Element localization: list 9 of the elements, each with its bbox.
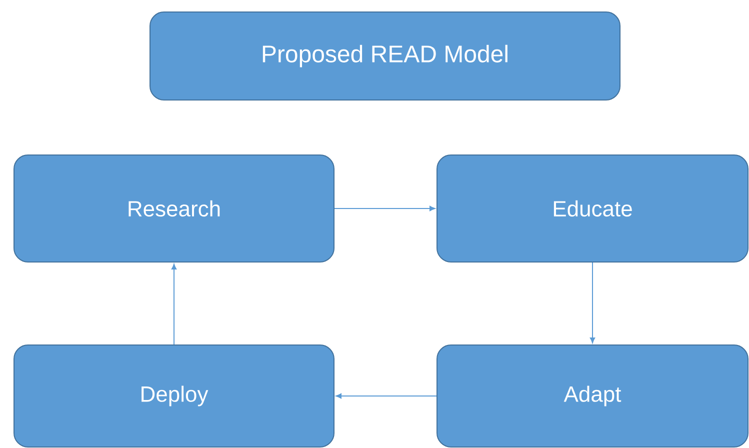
arrow [171, 264, 177, 345]
arrow [590, 262, 596, 344]
process-box: Deploy [14, 344, 334, 448]
arrow [336, 393, 437, 399]
process-box: Research [14, 154, 334, 262]
title-box: Proposed READ Model [150, 12, 620, 100]
arrow [334, 206, 436, 212]
process-box: Adapt [436, 344, 748, 448]
process-box: Educate [436, 154, 748, 262]
